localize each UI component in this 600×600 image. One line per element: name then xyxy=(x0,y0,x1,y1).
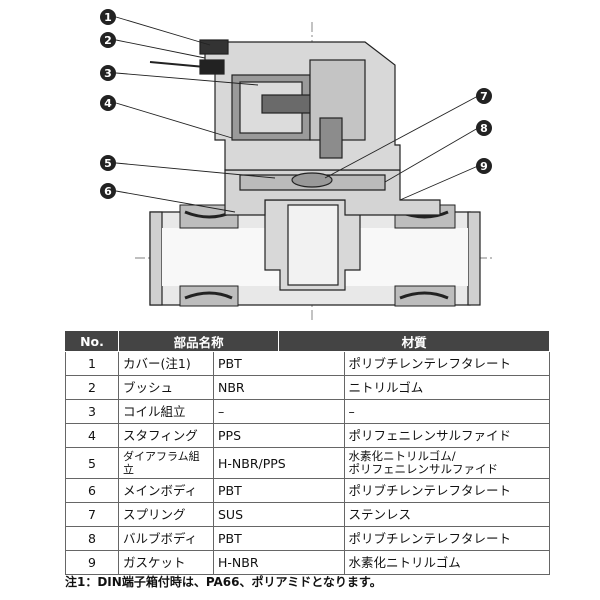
table-header-row: No. 部品名称 材質 xyxy=(65,330,550,352)
footnote: 注1：DIN端子箱付時は、PA66、ポリアミドとなります。 xyxy=(65,575,382,589)
row-no: 5 xyxy=(65,447,119,479)
callout-3: 3 xyxy=(100,65,116,81)
svg-text:7: 7 xyxy=(480,90,488,103)
row-no: 8 xyxy=(65,526,119,551)
row-material-code: PBT xyxy=(213,351,345,376)
callout-leaders xyxy=(115,16,479,213)
svg-text:3: 3 xyxy=(104,67,112,80)
row-material-name: 水素化ニトリルゴム xyxy=(343,550,551,575)
row-material-name: ニトリルゴム xyxy=(343,375,551,400)
row-material-name: – xyxy=(343,399,551,424)
header-no: No. xyxy=(65,330,119,352)
table-row: 2 ブッシュ NBR ニトリルゴム xyxy=(65,375,551,400)
row-material-code: H-NBR xyxy=(213,550,345,575)
callout-2: 2 xyxy=(100,32,116,48)
row-part-name: ダイアフラム組立 xyxy=(118,447,214,479)
callout-8: 8 xyxy=(476,120,492,136)
row-no: 7 xyxy=(65,502,119,527)
svg-text:5: 5 xyxy=(104,157,112,170)
svg-text:2: 2 xyxy=(104,34,112,47)
svg-text:4: 4 xyxy=(104,97,112,110)
table-row: 1 カバー(注1) PBT ポリブチレンテレフタレート xyxy=(65,351,551,376)
row-part-name: バルブボディ xyxy=(118,526,214,551)
callout-9: 9 xyxy=(476,158,492,174)
row-part-name: スタフィング xyxy=(118,423,214,448)
row-part-name: ブッシュ xyxy=(118,375,214,400)
row-material-name: ポリブチレンテレフタレート xyxy=(343,351,551,376)
callout-5: 5 xyxy=(100,155,116,171)
row-material-code: – xyxy=(213,399,345,424)
row-part-name: コイル組立 xyxy=(118,399,214,424)
table-row: 6 メインボディ PBT ポリブチレンテレフタレート xyxy=(65,478,551,503)
main-body-pipe xyxy=(149,199,481,306)
table-row: 7 スプリング SUS ステンレス xyxy=(65,502,551,527)
table-row: 9 ガスケット H-NBR 水素化ニトリルゴム xyxy=(65,550,551,575)
row-material-code: PBT xyxy=(213,526,345,551)
row-material-code: SUS xyxy=(213,502,345,527)
table-row: 5 ダイアフラム組立 H-NBR/PPS 水素化ニトリルゴム/ ポリフェニレンサ… xyxy=(65,447,551,479)
svg-text:6: 6 xyxy=(104,185,112,198)
row-material-code: NBR xyxy=(213,375,345,400)
parts-material-table: No. 部品名称 材質 1 カバー(注1) PBT ポリブチレンテレフタレート … xyxy=(65,330,551,575)
row-no: 9 xyxy=(65,550,119,575)
svg-text:1: 1 xyxy=(104,11,112,24)
header-part-name: 部品名称 xyxy=(117,330,280,352)
svg-text:8: 8 xyxy=(480,122,488,135)
row-material-name: ポリブチレンテレフタレート xyxy=(343,478,551,503)
callout-1: 1 xyxy=(100,9,116,25)
callout-4: 4 xyxy=(100,95,116,111)
row-material-code: H-NBR/PPS xyxy=(213,447,345,479)
row-part-name: スプリング xyxy=(118,502,214,527)
callout-6: 6 xyxy=(100,183,116,199)
coil-housing xyxy=(149,39,401,171)
row-no: 2 xyxy=(65,375,119,400)
row-no: 6 xyxy=(65,478,119,503)
row-part-name: メインボディ xyxy=(118,478,214,503)
row-part-name: カバー(注1) xyxy=(118,351,214,376)
row-no: 1 xyxy=(65,351,119,376)
row-material-name: ステンレス xyxy=(343,502,551,527)
header-material: 材質 xyxy=(278,330,550,352)
valve-cross-section-diagram: 1 2 3 4 5 6 7 8 9 xyxy=(100,9,495,322)
row-material-name: ポリブチレンテレフタレート xyxy=(343,526,551,551)
callout-7: 7 xyxy=(476,88,492,104)
row-material-name: ポリフェニレンサルファイド xyxy=(343,423,551,448)
table-row: 3 コイル組立 – – xyxy=(65,399,551,424)
table-row: 4 スタフィング PPS ポリフェニレンサルファイド xyxy=(65,423,551,448)
table-row: 8 バルブボディ PBT ポリブチレンテレフタレート xyxy=(65,526,551,551)
row-no: 3 xyxy=(65,399,119,424)
row-no: 4 xyxy=(65,423,119,448)
row-part-name: ガスケット xyxy=(118,550,214,575)
svg-text:9: 9 xyxy=(480,160,488,173)
row-material-code: PPS xyxy=(213,423,345,448)
row-material-name: 水素化ニトリルゴム/ ポリフェニレンサルファイド xyxy=(343,447,551,479)
row-material-code: PBT xyxy=(213,478,345,503)
